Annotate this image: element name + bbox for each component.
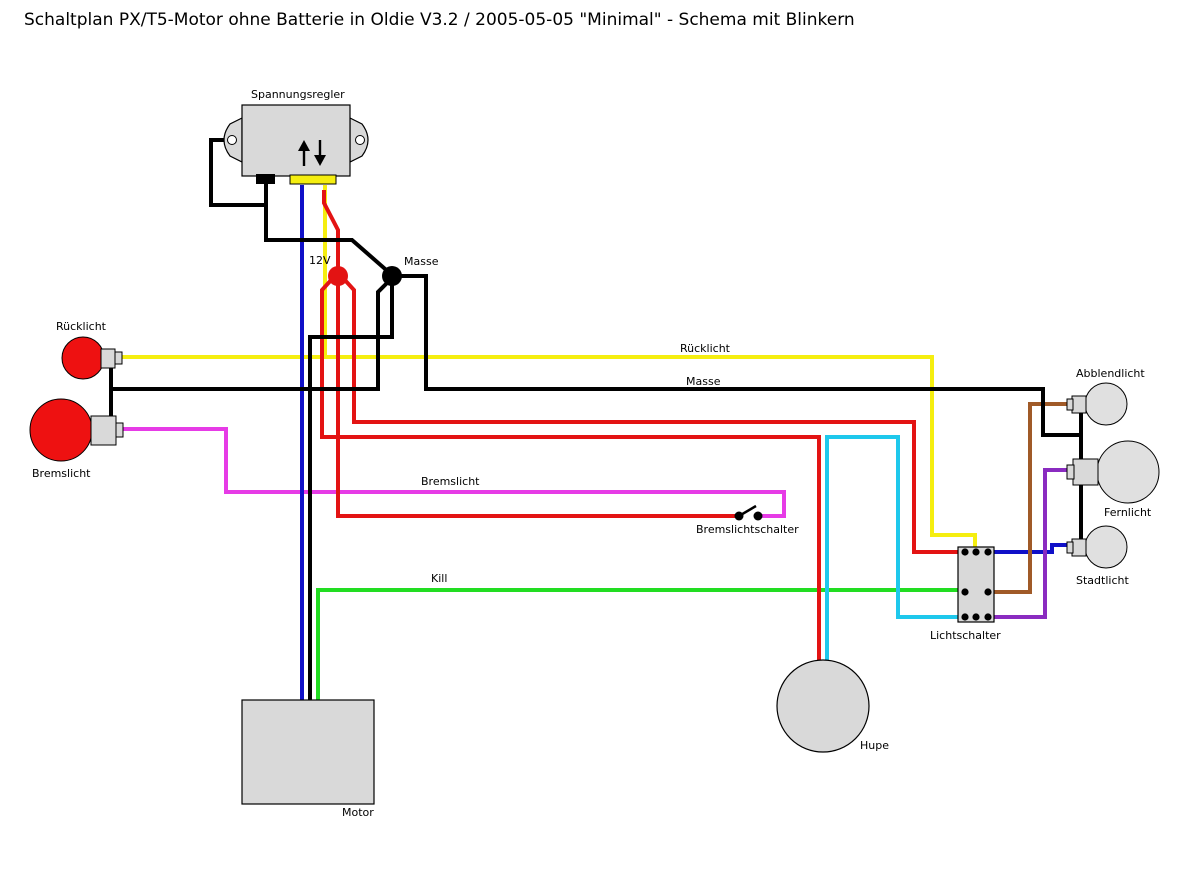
node-ground: [382, 266, 402, 286]
label-wire-ground: Masse: [686, 375, 721, 388]
wire-blue-parking: [992, 543, 1070, 554]
light-switch: [957, 546, 995, 623]
label-wire-taillight: Rücklicht: [680, 342, 731, 355]
wire-black-regulator-ground: [264, 182, 394, 277]
wire-red-lightswitch: [341, 276, 962, 554]
wire-purple-highbeam: [992, 468, 1070, 619]
horn: [776, 659, 870, 753]
parking-light-lamp: [1066, 525, 1128, 569]
voltage-regulator: [223, 104, 369, 185]
label-light-switch: Lichtschalter: [930, 629, 1001, 642]
label-parking-light: Stadtlicht: [1076, 574, 1129, 587]
label-kill: Kill: [431, 572, 447, 585]
taillight-lamp: [61, 336, 123, 380]
wire-cyan-horn: [825, 435, 962, 662]
label-ground-node: Masse: [404, 255, 439, 268]
label-taillight: Rücklicht: [56, 320, 107, 333]
wire-red-brakeswitch: [336, 278, 735, 518]
label-low-beam: Abblendlicht: [1076, 367, 1145, 380]
brakelight-lamp: [29, 398, 124, 462]
wire-black-motor-ground: [308, 283, 394, 700]
wire-yellow: [121, 185, 327, 359]
wire-brown-lowbeam: [992, 402, 1070, 594]
node-12v: [328, 266, 348, 286]
wire-red-supply: [322, 190, 340, 275]
label-regulator: Spannungsregler: [251, 88, 345, 101]
wire-black-front-ground: [392, 274, 1081, 437]
label-motor: Motor: [342, 806, 374, 819]
wire-yellow-taillight: [325, 355, 977, 550]
motor-block: [241, 699, 375, 805]
label-12v: 12V: [309, 254, 331, 267]
label-horn: Hupe: [860, 739, 889, 752]
wire-red-horn: [320, 276, 821, 662]
label-high-beam: Fernlicht: [1104, 506, 1152, 519]
wire-black-rear-ground: [109, 281, 389, 391]
wire-magenta-brakelight: [121, 427, 786, 518]
high-beam-lamp: [1066, 440, 1160, 504]
regulator-arrows-icon: [298, 140, 326, 166]
wire-green-kill: [316, 588, 962, 700]
brakelight-switch: [734, 504, 763, 521]
label-brakelight: Bremslicht: [32, 467, 91, 480]
low-beam-lamp: [1066, 382, 1128, 426]
diagram-title: Schaltplan PX/T5-Motor ohne Batterie in …: [24, 10, 855, 30]
label-wire-brake: Bremslicht: [421, 475, 480, 488]
label-brake-switch: Bremslichtschalter: [696, 523, 799, 536]
